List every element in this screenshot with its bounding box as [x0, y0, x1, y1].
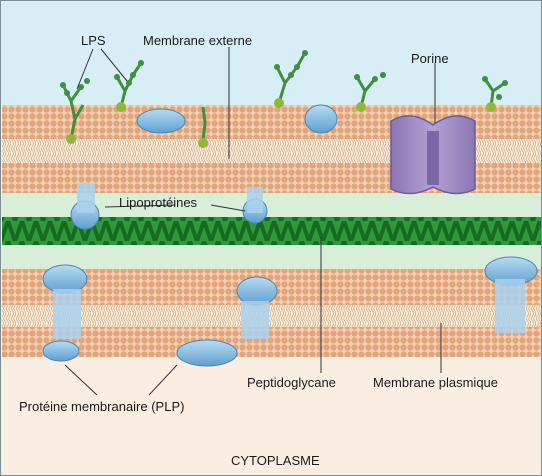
extracellular-space — [2, 2, 542, 112]
label-membrane-protein: Protéine membranaire (PLP) — [19, 399, 184, 414]
porin-protein — [391, 116, 475, 194]
label-lipoproteins: Lipoprotéines — [119, 195, 198, 210]
label-porin: Porine — [411, 51, 449, 66]
label-cytoplasm: CYTOPLASME — [231, 453, 320, 468]
label-plasma-membrane: Membrane plasmique — [373, 375, 498, 390]
label-peptidoglycan: Peptidoglycane — [247, 375, 336, 390]
label-outer-membrane: Membrane externe — [143, 33, 252, 48]
label-lps: LPS — [81, 33, 106, 48]
